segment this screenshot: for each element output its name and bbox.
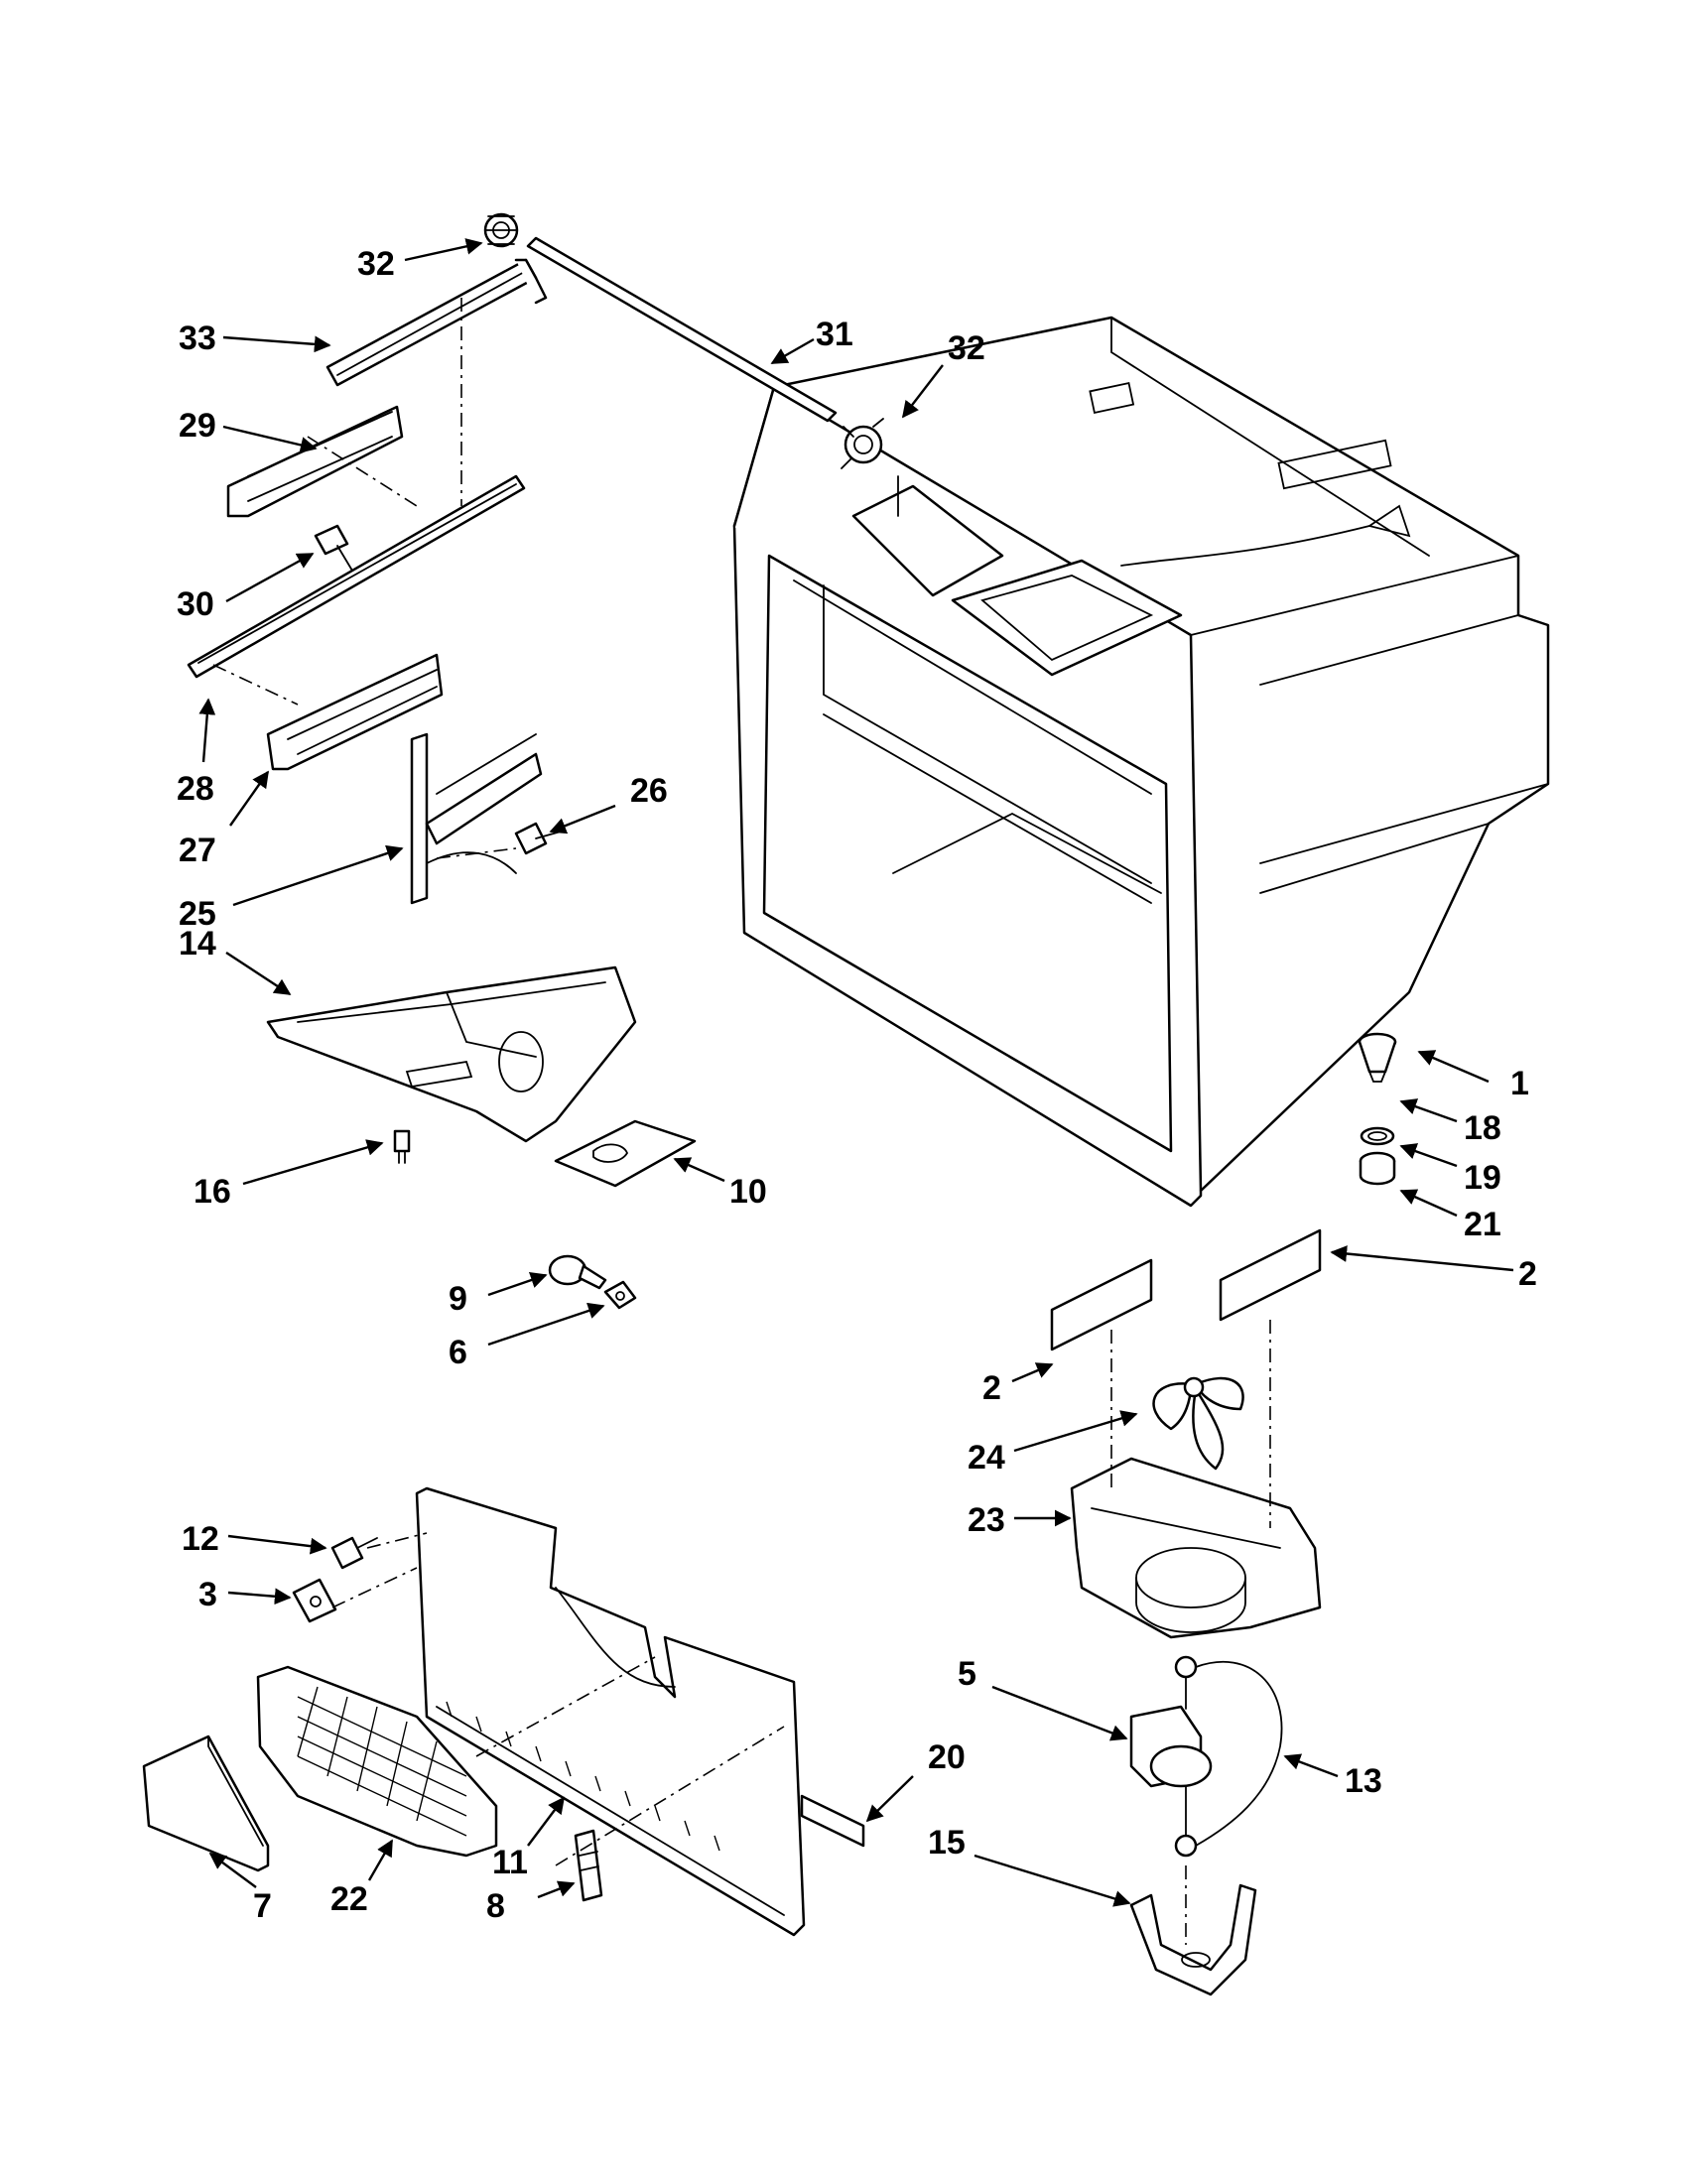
part-13-wire-harness bbox=[1195, 1661, 1283, 1847]
part-22-grille bbox=[256, 1665, 498, 1858]
part-23-fan-shroud bbox=[1070, 1457, 1322, 1639]
callout-13: 13 bbox=[1345, 1762, 1382, 1800]
callout-31: 31 bbox=[816, 316, 853, 353]
part-32-gear-lower bbox=[841, 418, 884, 469]
part-26-screw bbox=[514, 822, 562, 855]
callout-32b: 32 bbox=[948, 329, 985, 367]
callout-6: 6 bbox=[449, 1334, 467, 1371]
callout-9: 9 bbox=[449, 1280, 467, 1318]
callout-33: 33 bbox=[179, 320, 216, 357]
part-3-bracket bbox=[292, 1578, 337, 1623]
callout-23: 23 bbox=[968, 1501, 1005, 1539]
callout-20: 20 bbox=[928, 1738, 966, 1776]
callout-28: 28 bbox=[177, 770, 214, 808]
callout-14: 14 bbox=[179, 925, 216, 963]
callout-3: 3 bbox=[198, 1576, 217, 1613]
part-18-grommet bbox=[1358, 1032, 1397, 1083]
callout-24: 24 bbox=[968, 1439, 1005, 1477]
part-21-cap bbox=[1359, 1151, 1396, 1186]
callout-8: 8 bbox=[486, 1887, 505, 1925]
callout-10: 10 bbox=[729, 1173, 767, 1211]
part-16-sensor bbox=[393, 1129, 411, 1164]
part-1-freezer-liner bbox=[732, 316, 1550, 1208]
part-24-fan-blade bbox=[1152, 1376, 1244, 1471]
callout-5: 5 bbox=[958, 1655, 976, 1693]
part-5-fan-motor bbox=[1129, 1655, 1213, 1858]
part-2-foam-block-left bbox=[1050, 1258, 1153, 1351]
part-19-ring bbox=[1360, 1126, 1395, 1146]
callout-26: 26 bbox=[630, 772, 668, 810]
part-25-bracket-plate bbox=[410, 732, 543, 905]
callout-29: 29 bbox=[179, 407, 216, 445]
callout-21: 21 bbox=[1464, 1206, 1501, 1243]
part-10-label bbox=[554, 1119, 697, 1188]
callout-11: 11 bbox=[492, 1844, 528, 1881]
callout-labels: 32 31 32 33 29 30 28 27 26 25 14 16 10 1… bbox=[177, 245, 1537, 1925]
callout-18: 18 bbox=[1464, 1109, 1501, 1147]
part-15-motor-bracket bbox=[1129, 1883, 1257, 1996]
part-2-foam-block-right bbox=[1219, 1228, 1322, 1322]
callout-16: 16 bbox=[194, 1173, 231, 1211]
part-33-rail-cover bbox=[325, 258, 548, 387]
callout-30: 30 bbox=[177, 585, 214, 623]
callout-7: 7 bbox=[253, 1887, 272, 1925]
part-30-screw bbox=[314, 524, 356, 577]
callout-leaders bbox=[198, 238, 1514, 1907]
callout-32a: 32 bbox=[357, 245, 395, 283]
callout-19: 19 bbox=[1464, 1159, 1501, 1197]
callout-15: 15 bbox=[928, 1824, 966, 1862]
part-27-slide-bracket bbox=[266, 653, 444, 771]
part-12-screw bbox=[330, 1536, 378, 1570]
part-32-gear-upper bbox=[483, 212, 519, 248]
part-9-lamp-bulb bbox=[548, 1254, 607, 1290]
part-28-slide-rail bbox=[187, 474, 526, 679]
callout-1: 1 bbox=[1510, 1065, 1529, 1102]
guide-lines bbox=[212, 298, 1271, 1945]
callout-12: 12 bbox=[182, 1520, 219, 1558]
part-20-foam-strip bbox=[800, 1794, 865, 1848]
callout-27: 27 bbox=[179, 832, 216, 869]
part-6-lamp-socket bbox=[603, 1280, 637, 1310]
callout-2a: 2 bbox=[1518, 1255, 1537, 1293]
part-29-slide-bracket bbox=[226, 405, 404, 518]
part-14-control-housing bbox=[266, 965, 637, 1143]
part-8-holder bbox=[574, 1829, 603, 1902]
part-31-rod bbox=[526, 236, 838, 423]
part-11-rear-panel bbox=[415, 1486, 806, 1937]
callout-2b: 2 bbox=[982, 1369, 1001, 1407]
callout-22: 22 bbox=[330, 1880, 368, 1918]
part-7-cover bbox=[142, 1734, 270, 1872]
callout-25: 25 bbox=[179, 895, 216, 933]
